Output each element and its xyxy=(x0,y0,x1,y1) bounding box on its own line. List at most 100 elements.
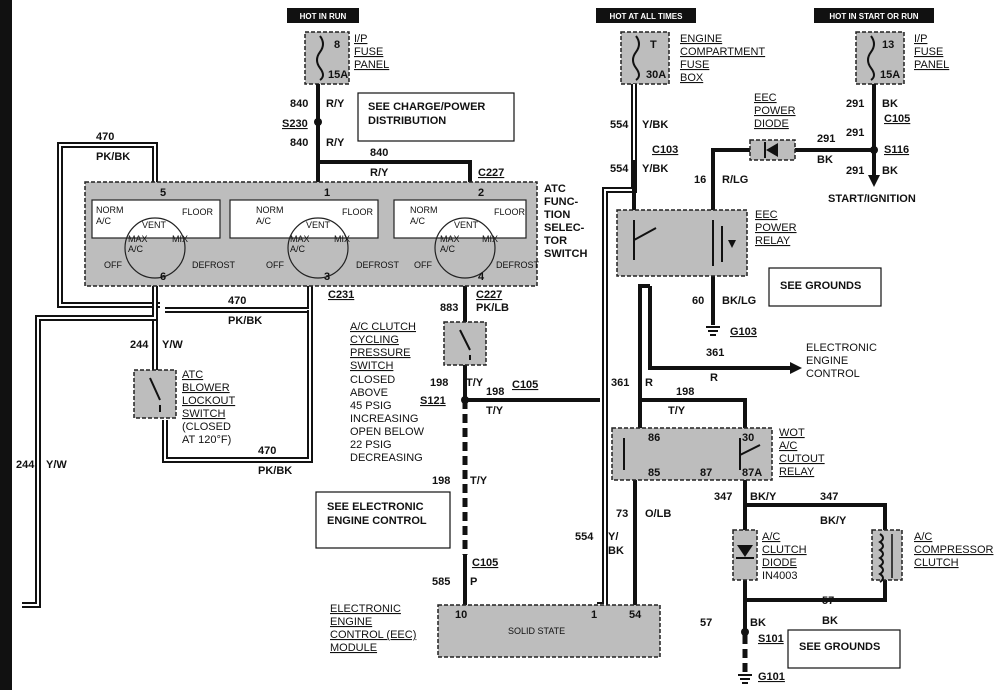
svg-text:Y/BK: Y/BK xyxy=(642,163,668,175)
svg-text:DEFROST: DEFROST xyxy=(496,260,540,270)
svg-text:30: 30 xyxy=(742,432,754,444)
svg-text:C227: C227 xyxy=(478,167,504,179)
header-hot-in-run: HOT IN RUN xyxy=(287,8,359,23)
svg-text:SWITCH: SWITCH xyxy=(350,360,393,372)
svg-text:EEC: EEC xyxy=(754,92,777,104)
svg-text:OFF: OFF xyxy=(414,260,432,270)
svg-text:86: 86 xyxy=(648,432,660,444)
svg-text:A/C: A/C xyxy=(128,244,144,254)
svg-text:FUSE: FUSE xyxy=(354,46,383,58)
svg-text:ATC: ATC xyxy=(182,369,203,381)
ref-electronic-engine: SEE ELECTRONIC ENGINE CONTROL xyxy=(315,491,451,549)
ground-g101 xyxy=(738,674,752,684)
svg-text:SEE ELECTRONIC: SEE ELECTRONIC xyxy=(327,501,424,513)
svg-text:FUSE: FUSE xyxy=(914,46,943,58)
svg-text:POWER: POWER xyxy=(755,222,797,234)
atc-panel-1: NORM A/C VENT FLOOR MAX A/C MIX OFF DEFR… xyxy=(91,187,236,283)
svg-text:16: 16 xyxy=(694,174,706,186)
svg-text:DEFROST: DEFROST xyxy=(192,260,236,270)
svg-text:2: 2 xyxy=(478,187,484,199)
electronic-engine-control-label: ELECTRONIC ENGINE CONTROL xyxy=(806,342,877,380)
svg-text:BK: BK xyxy=(882,165,898,177)
svg-text:30A: 30A xyxy=(646,69,666,81)
svg-text:TION: TION xyxy=(544,209,570,221)
svg-text:BK: BK xyxy=(882,98,898,110)
svg-text:C105: C105 xyxy=(512,379,538,391)
svg-text:O/LB: O/LB xyxy=(645,508,671,520)
svg-text:361: 361 xyxy=(706,347,724,359)
svg-text:R/Y: R/Y xyxy=(370,167,389,179)
svg-text:ELECTRONIC: ELECTRONIC xyxy=(330,603,401,615)
svg-text:S230: S230 xyxy=(282,118,308,130)
svg-text:MIX: MIX xyxy=(334,234,350,244)
svg-text:HOT IN START OR RUN: HOT IN START OR RUN xyxy=(829,12,918,21)
svg-text:I/P: I/P xyxy=(354,33,367,45)
svg-text:NORM: NORM xyxy=(256,205,284,215)
svg-text:Y/W: Y/W xyxy=(46,459,67,471)
svg-text:13: 13 xyxy=(882,39,894,51)
svg-text:OPEN BELOW: OPEN BELOW xyxy=(350,426,425,438)
svg-text:A/C: A/C xyxy=(410,216,426,226)
eec-power-diode: EEC POWER DIODE xyxy=(749,92,796,161)
svg-text:60: 60 xyxy=(692,295,704,307)
svg-text:MAX: MAX xyxy=(128,234,148,244)
svg-text:FLOOR: FLOOR xyxy=(494,207,526,217)
svg-text:1: 1 xyxy=(324,187,330,199)
svg-text:DISTRIBUTION: DISTRIBUTION xyxy=(368,115,446,127)
svg-text:SWITCH: SWITCH xyxy=(182,408,225,420)
svg-text:C231: C231 xyxy=(328,289,354,301)
svg-text:MAX: MAX xyxy=(290,234,310,244)
svg-text:WOT: WOT xyxy=(779,427,805,439)
svg-text:RELAY: RELAY xyxy=(755,235,791,247)
svg-text:ATC: ATC xyxy=(544,183,566,195)
ac-compressor-clutch: A/C COMPRESSOR CLUTCH xyxy=(871,529,994,583)
svg-text:POWER: POWER xyxy=(754,105,796,117)
svg-text:347: 347 xyxy=(820,491,838,503)
svg-text:START/IGNITION: START/IGNITION xyxy=(828,193,916,205)
svg-text:ENGINE: ENGINE xyxy=(806,355,848,367)
svg-text:291: 291 xyxy=(846,165,864,177)
svg-text:SELEC-: SELEC- xyxy=(544,222,585,234)
svg-text:CLUTCH: CLUTCH xyxy=(762,544,807,556)
svg-text:PK/BK: PK/BK xyxy=(228,315,262,327)
svg-text:OFF: OFF xyxy=(104,260,122,270)
svg-text:SWITCH: SWITCH xyxy=(544,248,587,260)
svg-text:ELECTRONIC: ELECTRONIC xyxy=(806,342,877,354)
wire-labels: 840 R/Y S230 840 R/Y 840 R/Y C227 470 PK… xyxy=(16,98,916,683)
svg-text:R/LG: R/LG xyxy=(722,174,748,186)
svg-text:T/Y: T/Y xyxy=(486,405,504,417)
svg-text:57: 57 xyxy=(700,617,712,629)
svg-text:HOT IN RUN: HOT IN RUN xyxy=(300,12,347,21)
svg-text:R: R xyxy=(710,372,718,384)
atc-panel-3: NORM A/C VENT FLOOR MAX A/C MIX OFF DEFR… xyxy=(393,187,540,283)
svg-text:AT 120°F): AT 120°F) xyxy=(182,434,231,446)
ac-clutch-diode: A/C CLUTCH DIODE IN4003 xyxy=(732,529,807,582)
svg-text:Y/: Y/ xyxy=(608,531,618,543)
svg-text:LOCKOUT: LOCKOUT xyxy=(182,395,235,407)
header-hot-all-times: HOT AT ALL TIMES xyxy=(596,8,696,23)
svg-text:T: T xyxy=(650,39,657,51)
svg-text:54: 54 xyxy=(629,609,642,621)
svg-text:BLOWER: BLOWER xyxy=(182,382,230,394)
svg-text:CONTROL (EEC): CONTROL (EEC) xyxy=(330,629,416,641)
svg-text:BK/Y: BK/Y xyxy=(820,515,847,527)
svg-text:VENT: VENT xyxy=(306,220,331,230)
svg-text:BOX: BOX xyxy=(680,72,704,84)
svg-text:T/Y: T/Y xyxy=(470,475,488,487)
ground-g103 xyxy=(706,326,720,336)
svg-text:87A: 87A xyxy=(742,467,762,479)
ref-grounds-top: SEE GROUNDS xyxy=(768,267,882,307)
svg-text:585: 585 xyxy=(432,576,450,588)
svg-text:A/C: A/C xyxy=(762,531,780,543)
svg-text:COMPRESSOR: COMPRESSOR xyxy=(914,544,994,556)
svg-text:MIX: MIX xyxy=(172,234,188,244)
svg-text:BK: BK xyxy=(817,154,833,166)
svg-text:NORM: NORM xyxy=(96,205,124,215)
svg-text:ABOVE: ABOVE xyxy=(350,387,388,399)
svg-text:CONTROL: CONTROL xyxy=(806,368,860,380)
arrows xyxy=(790,175,880,374)
svg-text:R: R xyxy=(645,377,653,389)
svg-text:8: 8 xyxy=(334,39,340,51)
svg-text:CLUTCH: CLUTCH xyxy=(914,557,959,569)
svg-text:G103: G103 xyxy=(730,326,757,338)
